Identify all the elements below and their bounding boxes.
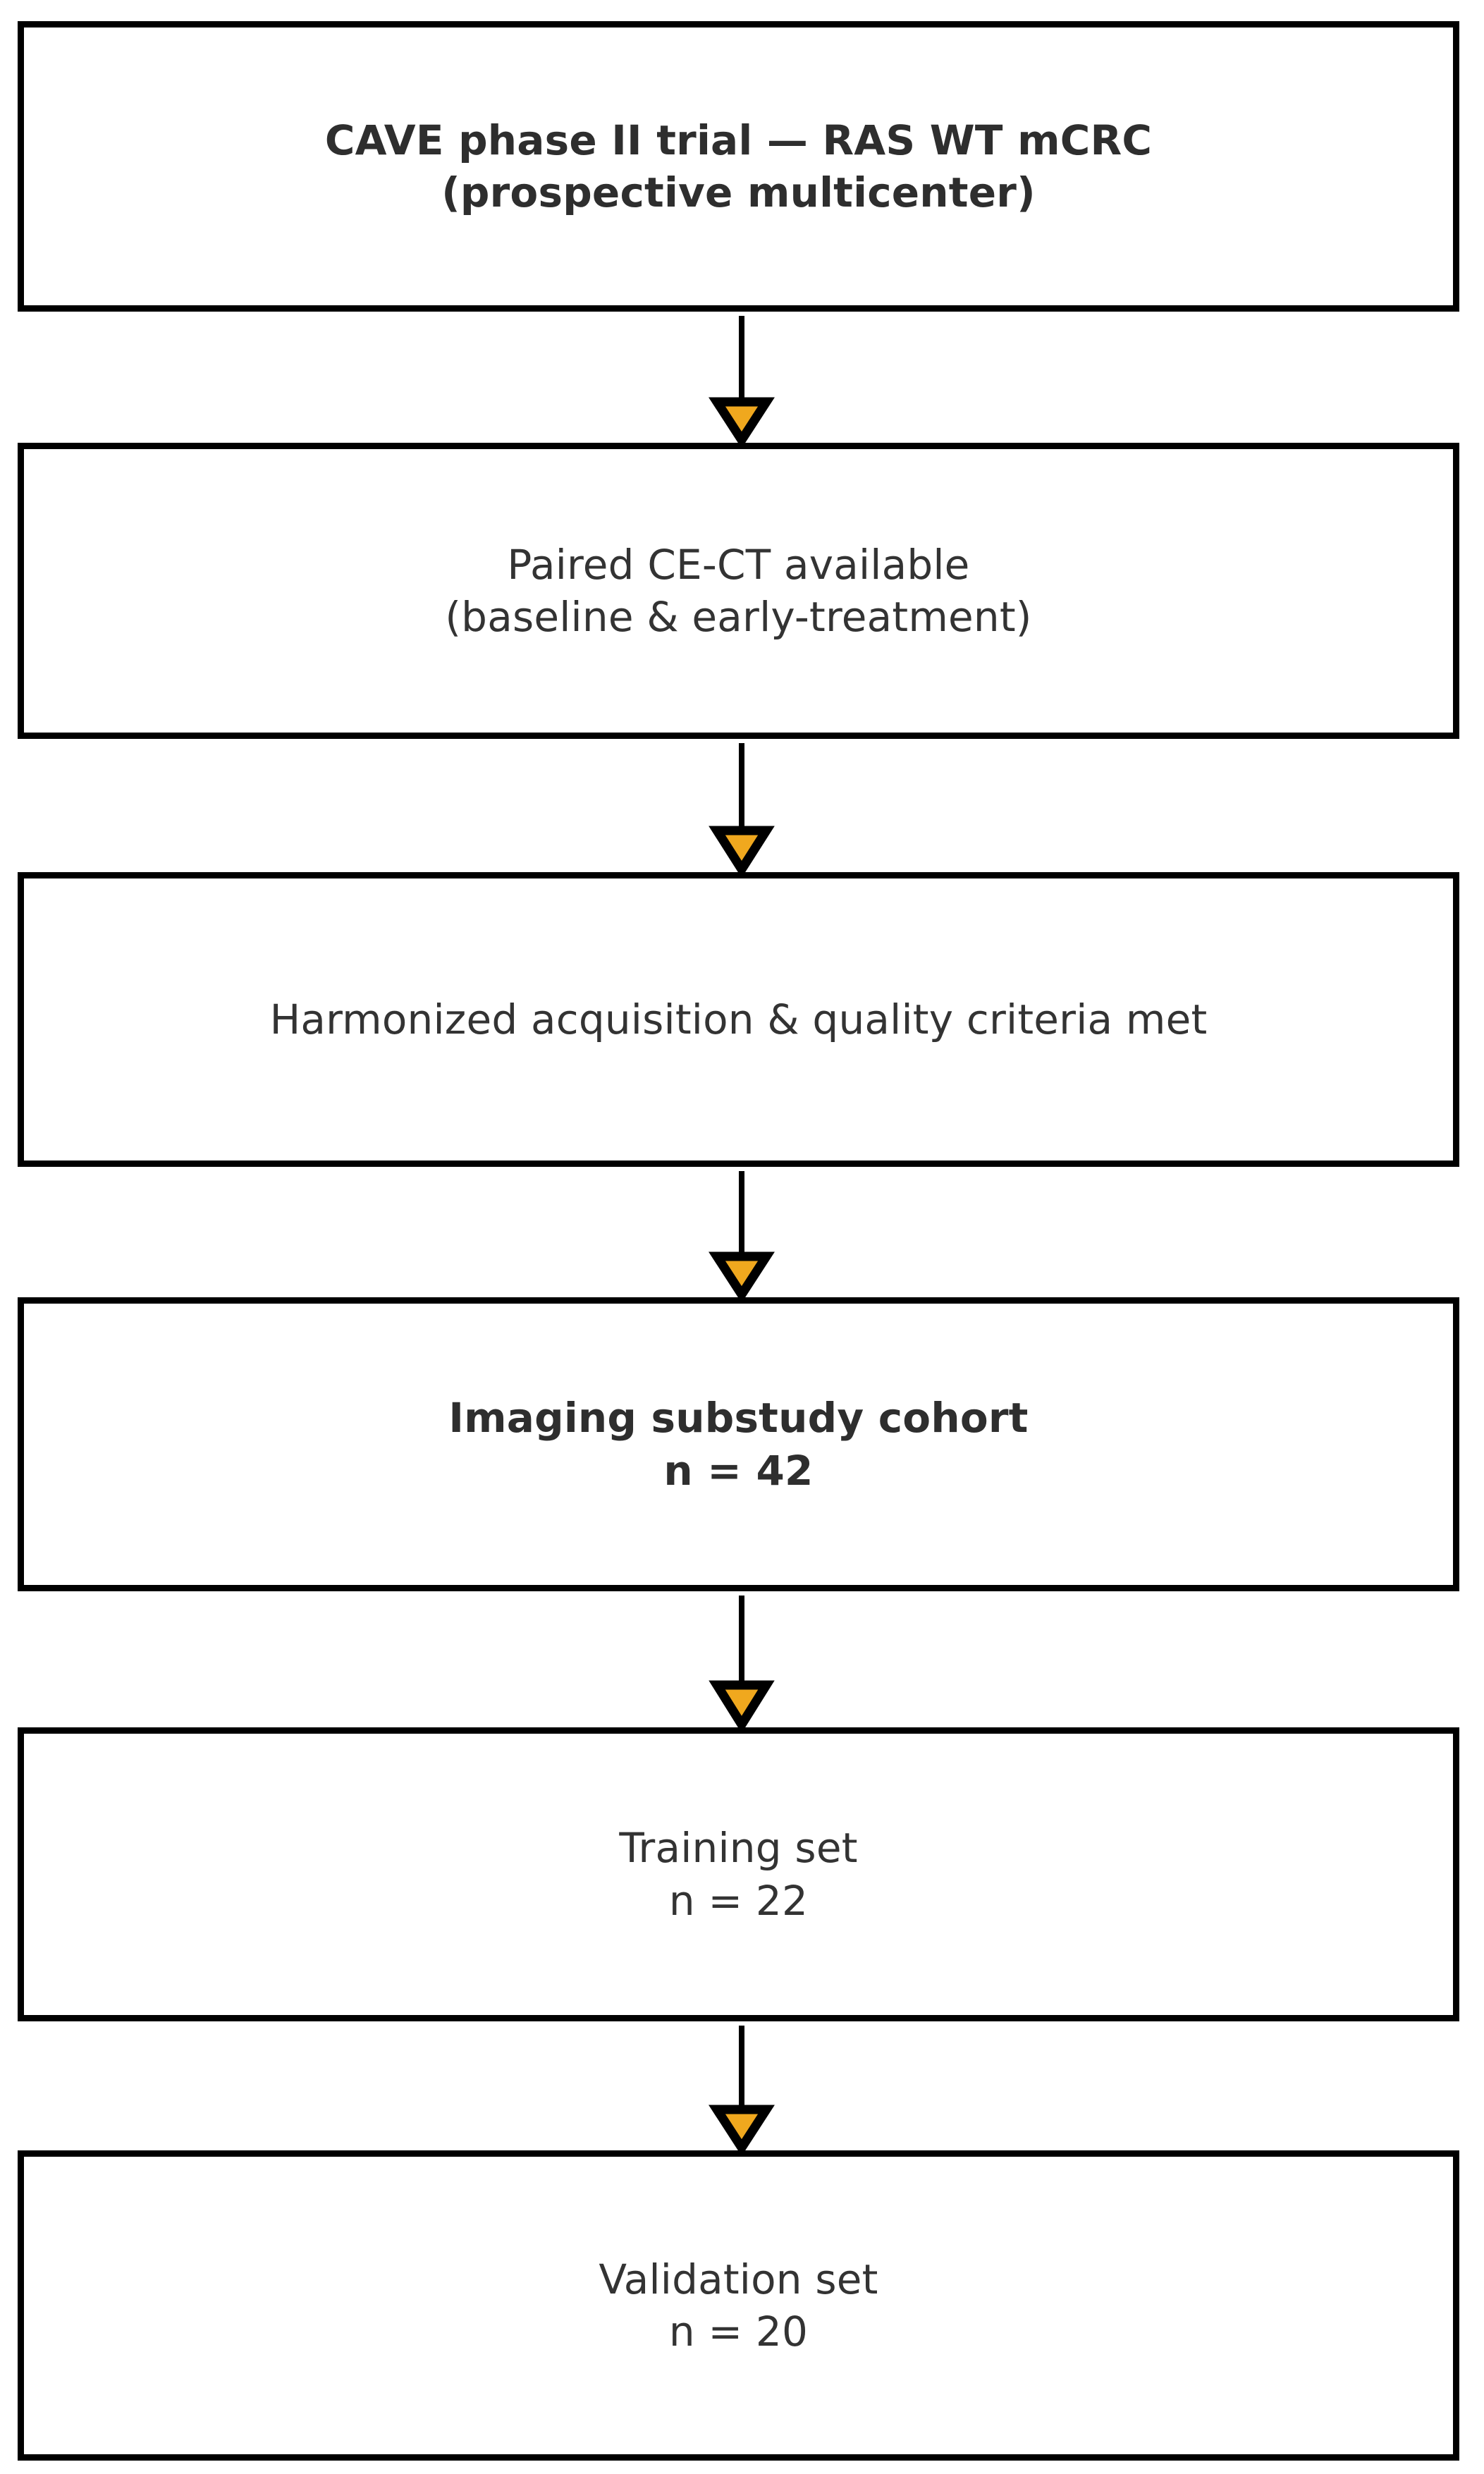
flow-connector-imaging-substudy-cohort-to-training-set [0, 1591, 1484, 1729]
flow-connector-training-set-to-validation-set [0, 2021, 1484, 2152]
flow-connector-harmonized-criteria-to-imaging-substudy-cohort [0, 1167, 1484, 1299]
flow-node-harmonized-criteria[interactable]: Harmonized acquisition & quality criteri… [18, 872, 1459, 1167]
flow-node-label: Validation set n = 20 [599, 2255, 878, 2356]
arrowhead-icon [709, 397, 775, 444]
arrowhead-icon [709, 1680, 775, 1729]
flow-node-label: Training set n = 22 [619, 1824, 858, 1925]
flow-node-paired-ce-ct[interactable]: Paired CE-CT available (baseline & early… [18, 443, 1459, 739]
arrowhead-icon [709, 826, 775, 874]
arrowhead-icon [709, 2105, 775, 2152]
flow-node-cave-trial[interactable]: CAVE phase II trial — RAS WT mCRC (prosp… [18, 21, 1459, 312]
flow-node-label: Imaging substudy cohort n = 42 [448, 1394, 1029, 1495]
flow-node-training-set[interactable]: Training set n = 22 [18, 1727, 1459, 2021]
flow-connector-paired-ce-ct-to-harmonized-criteria [0, 739, 1484, 874]
flow-node-label: Paired CE-CT available (baseline & early… [445, 540, 1032, 641]
flow-node-label: Harmonized acquisition & quality criteri… [269, 995, 1208, 1043]
flow-node-label: CAVE phase II trial — RAS WT mCRC (prosp… [324, 116, 1153, 216]
flow-connector-cave-trial-to-paired-ce-ct [0, 312, 1484, 444]
flow-node-imaging-substudy-cohort[interactable]: Imaging substudy cohort n = 42 [18, 1297, 1459, 1591]
flow-node-validation-set[interactable]: Validation set n = 20 [18, 2150, 1459, 2461]
arrowhead-icon [709, 1251, 775, 1299]
